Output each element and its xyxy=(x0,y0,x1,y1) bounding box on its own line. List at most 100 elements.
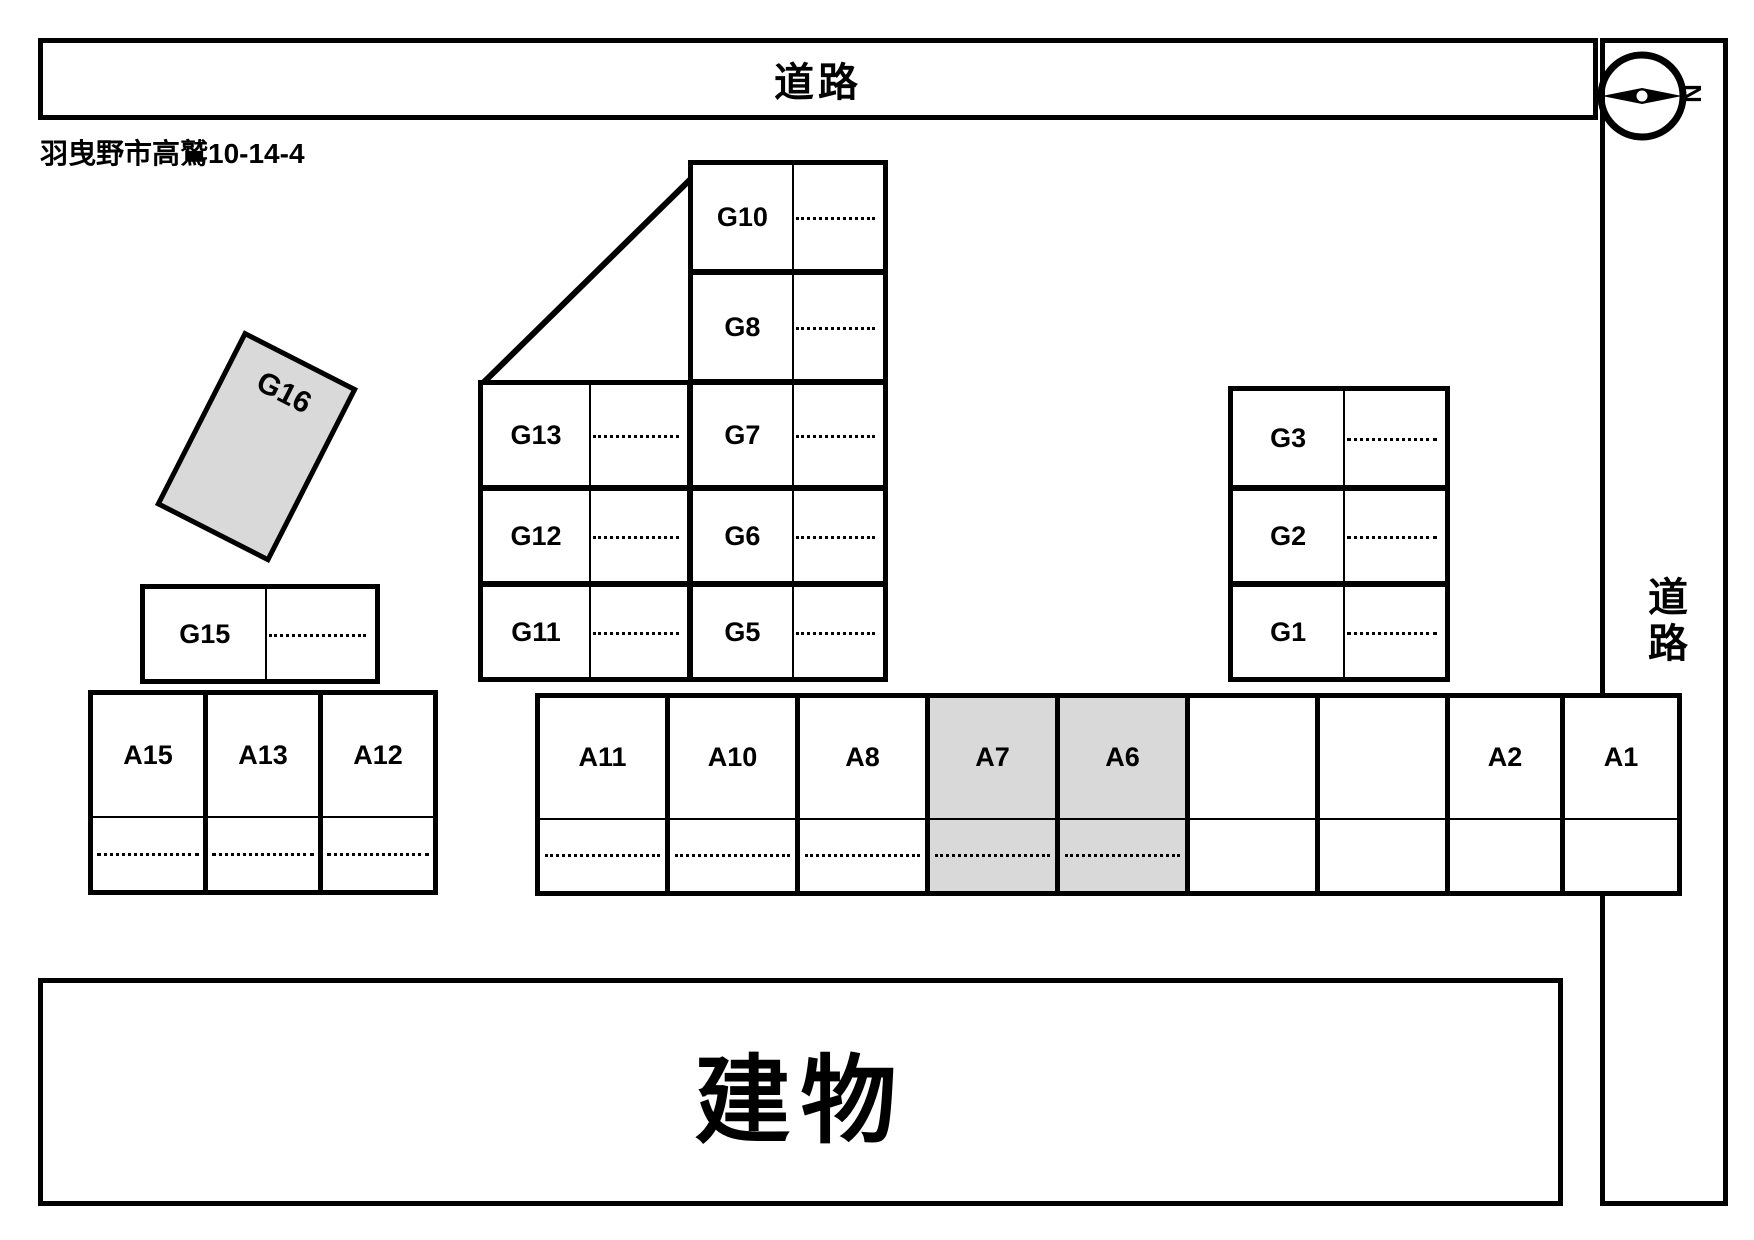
cell-dotted-line xyxy=(795,632,876,635)
parking-space-a13[interactable]: A13 xyxy=(203,690,323,895)
parking-space-label: G3 xyxy=(1270,422,1307,453)
cell-dotted-line xyxy=(327,852,429,856)
road-right: 道路 xyxy=(1600,38,1728,1206)
parking-space-a7[interactable]: A7 xyxy=(925,693,1060,896)
cell-divider xyxy=(1343,587,1346,677)
parking-space-a1[interactable]: A1 xyxy=(1560,693,1682,896)
cell-divider xyxy=(791,165,794,269)
cell-divider xyxy=(791,587,794,677)
parking-space-g11[interactable]: G11 xyxy=(478,582,692,682)
parking-space-a11[interactable]: A11 xyxy=(535,693,670,896)
parking-space-a8[interactable]: A8 xyxy=(795,693,930,896)
cell-divider xyxy=(93,815,203,818)
cell-divider xyxy=(791,275,794,379)
cell-dotted-line xyxy=(795,217,876,220)
parking-space-label xyxy=(1320,698,1445,818)
parking-space-label: A6 xyxy=(1105,742,1140,773)
parking-space-label: G16 xyxy=(251,365,317,421)
parking-space-g8[interactable]: G8 xyxy=(688,270,888,384)
parking-space-g13[interactable]: G13 xyxy=(478,380,692,490)
road-top-label: 道路 xyxy=(774,61,862,105)
building-area: 建物 xyxy=(38,978,1563,1206)
parking-space-a2[interactable]: A2 xyxy=(1445,693,1565,896)
parking-space-label: G1 xyxy=(1270,616,1307,647)
parking-space-g16[interactable]: G16 xyxy=(154,330,359,564)
parking-space-label: G6 xyxy=(724,520,761,551)
parking-space-a12[interactable]: A12 xyxy=(318,690,438,895)
parking-space-a10[interactable]: A10 xyxy=(665,693,800,896)
cell-dotted-line xyxy=(593,435,679,438)
parking-space-label: A1 xyxy=(1603,742,1639,773)
road-top: 道路 xyxy=(38,38,1598,120)
cell-divider xyxy=(791,491,794,581)
cell-divider xyxy=(1450,817,1560,820)
parking-space-unlabeled-2[interactable] xyxy=(1315,693,1450,896)
building-label: 建物 xyxy=(694,1047,907,1155)
parking-space-label: A13 xyxy=(238,739,288,770)
parking-space-label: G15 xyxy=(179,618,231,649)
parking-space-label: G10 xyxy=(716,201,768,232)
parking-space-label: A11 xyxy=(578,742,627,773)
cell-divider xyxy=(1190,817,1315,820)
cell-divider xyxy=(589,385,592,485)
parking-space-label: A2 xyxy=(1487,742,1523,773)
cell-divider xyxy=(1343,391,1346,485)
parking-space-label: G5 xyxy=(724,616,761,647)
compass-north-label: N xyxy=(1676,84,1707,103)
cell-divider xyxy=(1565,817,1677,820)
parking-space-label: G2 xyxy=(1270,520,1307,551)
parking-space-label: A12 xyxy=(353,739,403,770)
parking-space-g12[interactable]: G12 xyxy=(478,486,692,586)
cell-dotted-line xyxy=(1065,854,1180,858)
cell-divider xyxy=(1060,817,1185,820)
parking-space-label: G8 xyxy=(724,311,761,342)
parking-space-g1[interactable]: G1 xyxy=(1228,582,1450,682)
parking-space-g6[interactable]: G6 xyxy=(688,486,888,586)
cell-divider xyxy=(1320,817,1445,820)
cell-divider xyxy=(589,491,592,581)
parking-space-g15[interactable]: G15 xyxy=(140,584,380,684)
parking-space-unlabeled-1[interactable] xyxy=(1185,693,1320,896)
lot-corner-diagonal xyxy=(473,155,710,388)
cell-dotted-line xyxy=(1347,632,1437,635)
cell-divider xyxy=(264,589,267,679)
cell-dotted-line xyxy=(269,634,366,637)
parking-space-label: G7 xyxy=(724,419,761,450)
parking-space-label: G12 xyxy=(510,520,562,551)
parking-space-label: A7 xyxy=(975,742,1010,773)
parking-space-g5[interactable]: G5 xyxy=(688,582,888,682)
cell-divider xyxy=(540,817,665,820)
cell-divider xyxy=(208,815,318,818)
compass-rose: N xyxy=(1594,48,1707,144)
cell-dotted-line xyxy=(212,852,314,856)
cell-divider xyxy=(670,817,795,820)
parking-space-g3[interactable]: G3 xyxy=(1228,386,1450,490)
cell-divider xyxy=(800,817,925,820)
cell-dotted-line xyxy=(795,435,876,438)
parking-space-label: G13 xyxy=(510,419,562,450)
cell-dotted-line xyxy=(675,854,790,858)
cell-dotted-line xyxy=(805,854,920,858)
cell-divider xyxy=(323,815,433,818)
parking-space-g2[interactable]: G2 xyxy=(1228,486,1450,586)
cell-divider xyxy=(589,587,592,677)
cell-dotted-line xyxy=(97,852,199,856)
parking-space-label: A10 xyxy=(707,742,758,773)
compass-needle-icon xyxy=(1597,51,1687,141)
cell-dotted-line xyxy=(593,632,679,635)
property-address: 羽曳野市高鷲10-14-4 xyxy=(40,138,305,169)
parking-space-label: A15 xyxy=(123,739,173,770)
parking-space-label: G11 xyxy=(511,616,561,647)
parking-space-g7[interactable]: G7 xyxy=(688,380,888,490)
parking-space-a6[interactable]: A6 xyxy=(1055,693,1190,896)
parking-space-a15[interactable]: A15 xyxy=(88,690,208,895)
parking-space-label xyxy=(1190,698,1315,818)
cell-divider xyxy=(930,817,1055,820)
cell-divider xyxy=(1343,491,1346,581)
cell-dotted-line xyxy=(593,536,679,539)
cell-divider xyxy=(791,385,794,485)
parking-space-label: A8 xyxy=(845,742,880,773)
cell-dotted-line xyxy=(1347,536,1437,539)
parking-space-g10[interactable]: G10 xyxy=(688,160,888,274)
